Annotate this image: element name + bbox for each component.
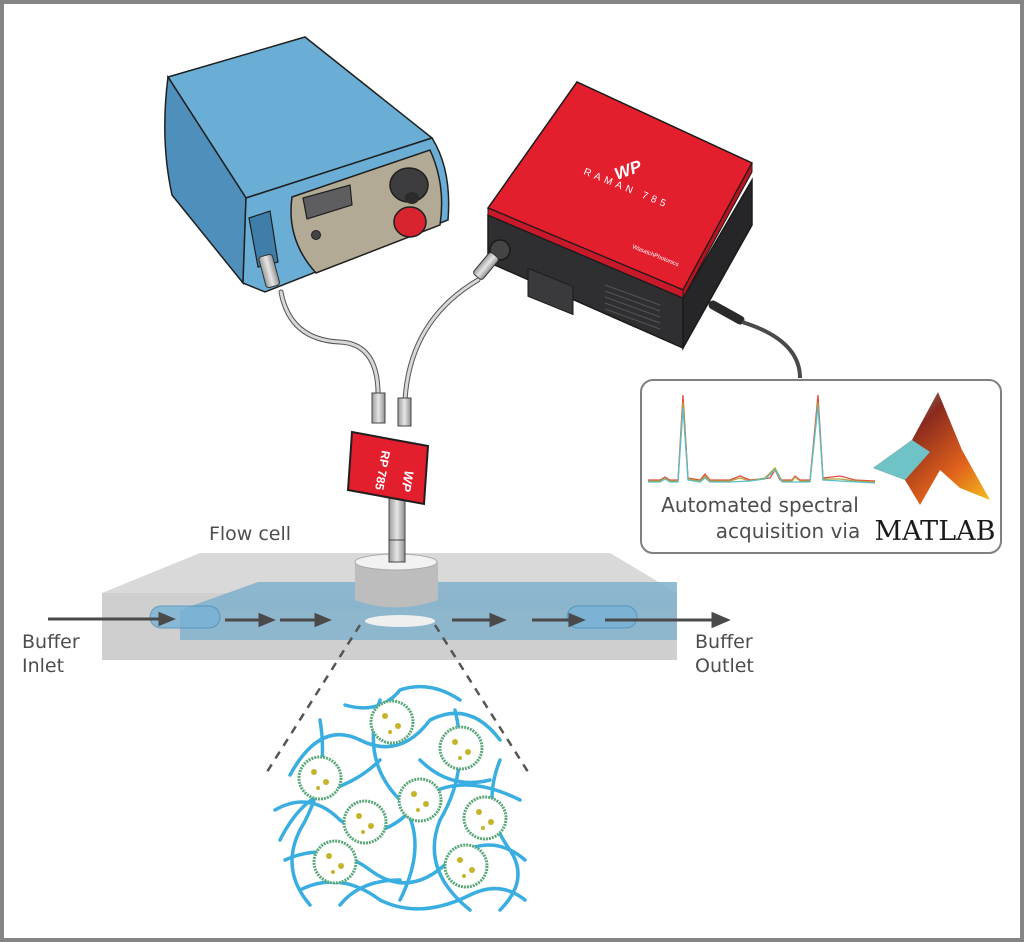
probe-model: RP 785 — [372, 449, 393, 491]
raman-probe: WP RP 785 — [346, 430, 430, 558]
flow-cell: Flow cell Buffer Inlet Buffer Outlet — [22, 523, 754, 677]
matlab-logo-icon — [873, 392, 990, 505]
emergency-stop-button — [393, 206, 427, 238]
matlab-wordmark: MATLAB — [875, 516, 996, 547]
inlet-label-line1: Buffer — [22, 631, 80, 653]
flow-arrows — [48, 611, 731, 629]
outlet-label-line1: Buffer — [695, 631, 753, 653]
matlab-panel: Automated spectral acquisition via MATLA… — [640, 379, 1002, 554]
power-button — [311, 230, 321, 240]
hydrogel-network — [273, 684, 527, 912]
display-screen — [302, 184, 353, 220]
flow-cell-label: Flow cell — [209, 523, 291, 545]
fiber-cables — [278, 277, 481, 427]
inlet-label-line2: Inlet — [22, 655, 64, 677]
raman-spectrometer: WP RAMAN 785 WasatchPhotonics — [473, 81, 802, 379]
outlet-tube — [566, 605, 638, 629]
encapsulated-particles — [311, 713, 494, 878]
software-caption-line2: acquisition via — [716, 519, 860, 543]
fiber-port — [248, 210, 279, 268]
outlet-label-line2: Outlet — [695, 655, 754, 677]
probe-logo: WP — [398, 469, 416, 493]
software-caption-line1: Automated spectral — [661, 493, 859, 517]
focal-spot — [365, 615, 435, 627]
vesicles — [297, 699, 508, 889]
laser-source — [164, 36, 450, 293]
spectra-plot — [648, 394, 876, 484]
inlet-tube — [149, 605, 221, 629]
